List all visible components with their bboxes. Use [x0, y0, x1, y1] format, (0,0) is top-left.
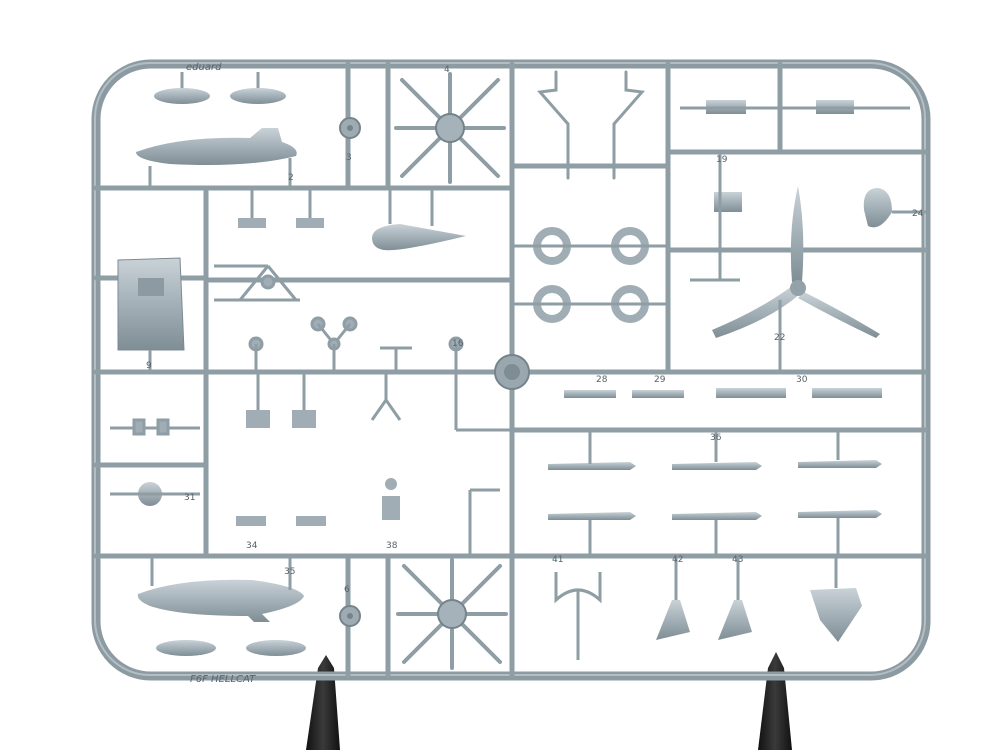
- part-number: 22: [774, 333, 785, 343]
- part-number: 28: [596, 375, 608, 385]
- kit-name: F6F HELLCAT: [190, 674, 256, 685]
- part-radial-engine-lower: [396, 558, 508, 670]
- part-wheel-lower: [339, 605, 361, 627]
- part-rings: [533, 227, 649, 323]
- part-gear-arch: [554, 572, 602, 660]
- part-bracket-under-prop: [690, 152, 742, 282]
- part-wheel-upper: [339, 117, 361, 139]
- part-number: 2: [288, 173, 294, 183]
- sprue-center-gate: [494, 354, 530, 390]
- display-stand-right: [758, 652, 792, 750]
- part-tail-hook-fin: [810, 556, 862, 642]
- part-drop-tank-upper: [136, 128, 297, 188]
- part-number: 43: [732, 555, 743, 565]
- part-cockpit-lower-small: [236, 478, 500, 556]
- part-number: 41: [552, 555, 563, 565]
- part-brackets-top-right: [680, 100, 910, 114]
- part-number: 30: [796, 375, 808, 385]
- part-number: 24: [912, 209, 924, 219]
- part-rings-runners: [512, 244, 668, 306]
- part-number: 19: [716, 155, 728, 165]
- part-number: 31: [184, 493, 195, 503]
- part-pedals: [238, 188, 324, 228]
- part-number: 35: [284, 567, 295, 577]
- part-propeller: [712, 186, 880, 372]
- part-instrument-panel: [117, 257, 185, 372]
- part-number: 9: [146, 361, 152, 371]
- part-number: 29: [654, 375, 666, 385]
- part-radial-engine-upper: [394, 72, 506, 184]
- part-number: 38: [386, 541, 398, 551]
- part-number-labels: 2 3 4 9 16 19 22 24 28 29 30 36 34 38 6 …: [146, 65, 924, 595]
- part-spinner-small: [863, 188, 926, 228]
- part-seat-mounts: [246, 372, 316, 428]
- part-small-tanks-top: [154, 72, 286, 104]
- part-gunsight-ball: [110, 482, 200, 506]
- part-control-linkage: [214, 264, 300, 302]
- brand-mark: eduard: [186, 62, 222, 73]
- part-bombs-lower: [548, 510, 882, 556]
- part-stick-cluster: [248, 316, 464, 372]
- part-number: 36: [710, 433, 722, 443]
- part-tripod: [370, 372, 512, 432]
- part-gear-struts-top: [537, 70, 645, 180]
- part-number: 3: [346, 153, 352, 163]
- display-stand-left: [306, 655, 340, 750]
- part-wheel-legs: [656, 556, 752, 640]
- part-number: 42: [672, 555, 683, 565]
- part-number: 16: [452, 339, 464, 349]
- part-rockets-upper-row: [564, 388, 882, 398]
- part-number: 34: [246, 541, 258, 551]
- part-small-tanks-bottom: [156, 640, 306, 656]
- part-bombs-mid: [548, 430, 882, 470]
- part-number: 4: [444, 65, 450, 75]
- part-spinner-cone: [372, 188, 466, 251]
- part-drop-tank-lower: [137, 556, 304, 622]
- sprue-runners: [93, 61, 929, 679]
- part-number: 6: [344, 585, 350, 595]
- part-small-bracket-left: [110, 418, 200, 436]
